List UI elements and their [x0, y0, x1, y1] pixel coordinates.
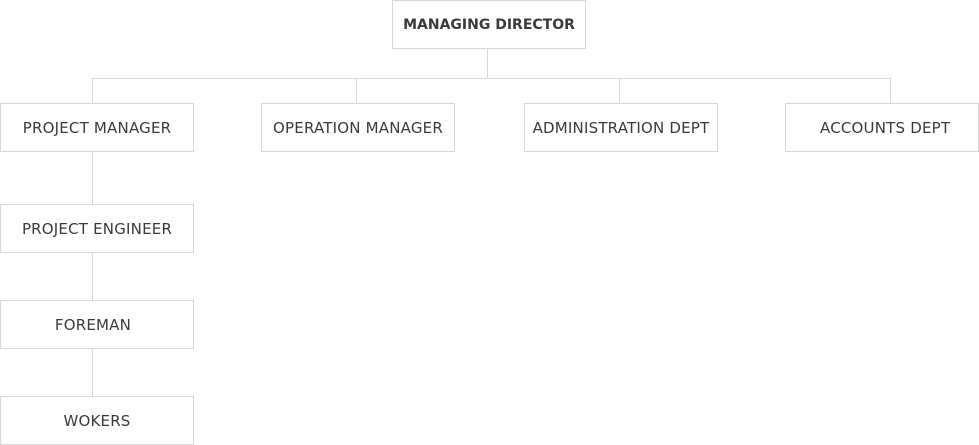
node-project-manager: PROJECT MANAGER	[0, 103, 194, 152]
connector-engineer-to-foreman	[92, 252, 93, 300]
node-wokers: WOKERS	[0, 396, 194, 445]
connector-root-down	[487, 48, 488, 78]
connector-to-administration-dept	[619, 78, 620, 103]
node-project-engineer: PROJECT ENGINEER	[0, 204, 194, 253]
connector-horizontal-bus	[92, 78, 891, 79]
node-label: OPERATION MANAGER	[273, 118, 443, 137]
node-label: ACCOUNTS DEPT	[820, 118, 951, 137]
node-label: ADMINISTRATION DEPT	[532, 118, 710, 137]
connector-to-operation-manager	[356, 78, 357, 103]
node-foreman: FOREMAN	[0, 300, 194, 349]
node-label: WOKERS	[63, 411, 131, 430]
node-label: PROJECT MANAGER	[22, 118, 172, 137]
node-label: PROJECT ENGINEER	[21, 219, 173, 238]
connector-to-project-manager	[92, 78, 93, 103]
node-administration-dept: ADMINISTRATION DEPT	[524, 103, 718, 152]
node-label: FOREMAN	[54, 315, 132, 334]
connector-pm-to-engineer	[92, 151, 93, 204]
node-accounts-dept: ACCOUNTS DEPT	[785, 103, 979, 152]
connector-foreman-to-wokers	[92, 348, 93, 396]
node-label: MANAGING DIRECTOR	[403, 16, 575, 33]
node-managing-director: MANAGING DIRECTOR	[392, 0, 586, 49]
connector-to-accounts-dept	[890, 78, 891, 103]
node-operation-manager: OPERATION MANAGER	[261, 103, 455, 152]
